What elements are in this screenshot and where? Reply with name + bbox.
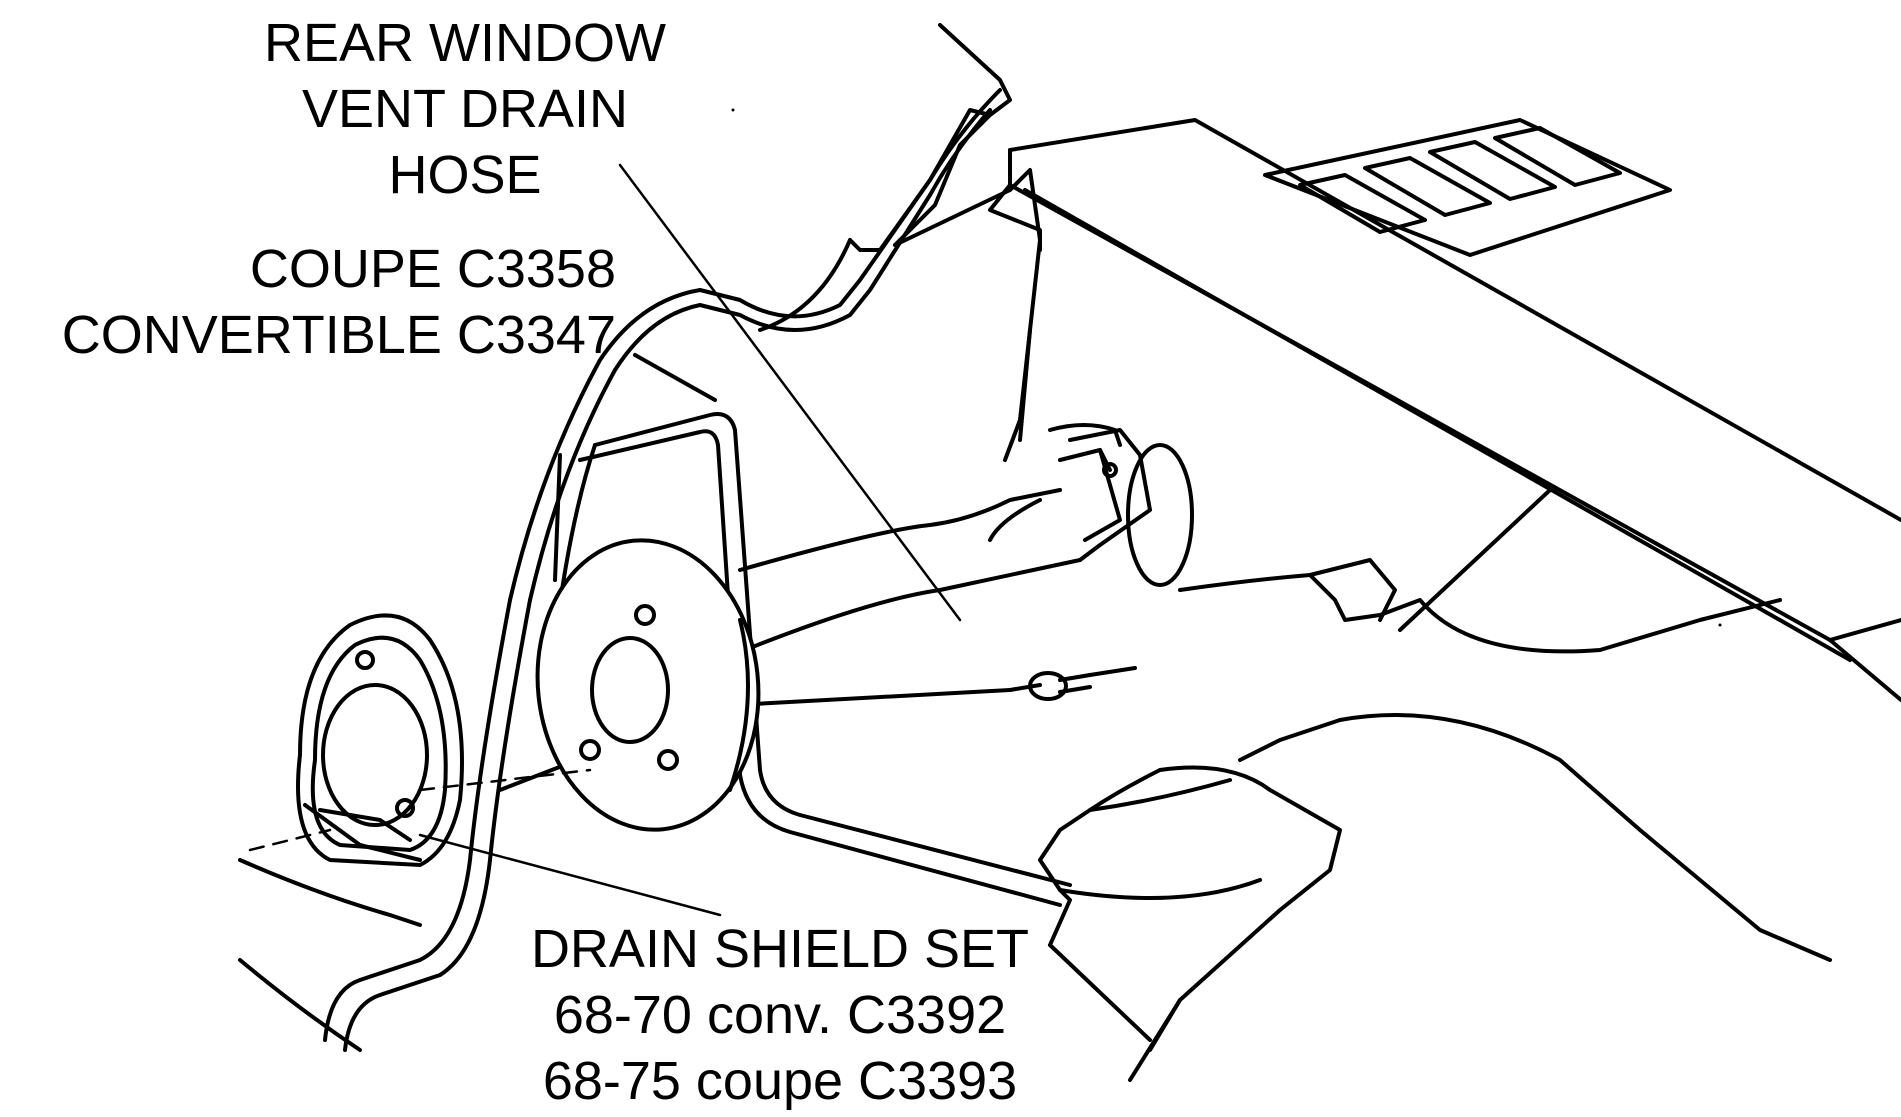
lower-body-panels <box>238 328 1832 1082</box>
drain-shield-title: DRAIN SHIELD SET <box>530 919 1030 979</box>
hose-label-line3: HOSE <box>388 145 542 205</box>
leader-lines <box>418 108 1722 917</box>
hose-label-line1: REAR WINDOW <box>264 13 666 73</box>
drain-shield-callout-label: DRAIN SHIELD SET 68-70 conv. C3392 68-75… <box>480 916 1080 1114</box>
hose-part-numbers: COUPE C3358 CONVERTIBLE C3347 <box>20 236 616 368</box>
drain-shield-conv-part-number: 68-70 conv. C3392 <box>553 985 1007 1045</box>
hose-convertible-part-number: CONVERTIBLE C3347 <box>61 305 616 365</box>
installed-drain-shield <box>535 538 761 832</box>
shield-leader-line <box>418 833 722 917</box>
hose-label-line2: VENT DRAIN <box>301 79 629 139</box>
window-pillar <box>758 23 1042 442</box>
exploded-drain-shield <box>248 613 592 868</box>
elbow-hose <box>738 423 1194 652</box>
hose-coupe-part-number: COUPE C3358 <box>249 239 616 299</box>
deck-vent-louvers <box>1263 118 1672 257</box>
hose-callout-label: REAR WINDOW VENT DRAIN HOSE <box>150 10 780 208</box>
drain-shield-coupe-part-number: 68-75 coupe C3393 <box>542 1051 1018 1111</box>
hose-leader-line <box>618 163 962 622</box>
rear-deck-panel <box>988 118 1901 702</box>
